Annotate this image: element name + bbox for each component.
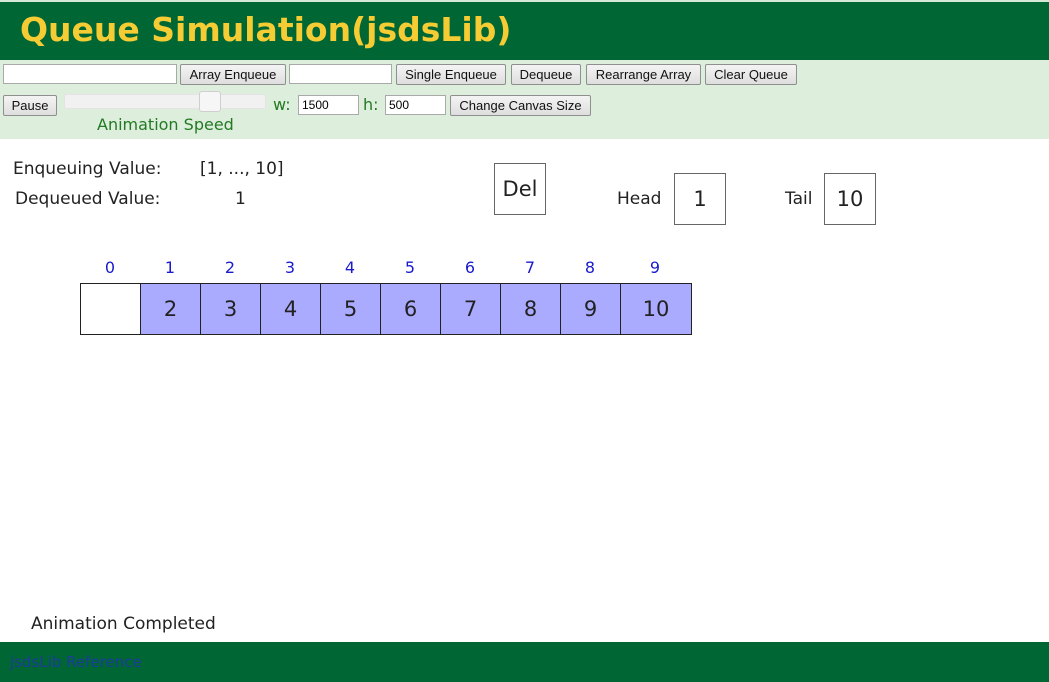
dequeued-value: 1: [235, 189, 246, 209]
head-label: Head: [617, 189, 662, 209]
clear-queue-button[interactable]: Clear Queue: [705, 64, 797, 85]
height-label: h:: [363, 95, 379, 114]
array-index-label: 7: [524, 258, 536, 277]
del-box: Del: [494, 163, 546, 215]
animation-speed-label: Animation Speed: [97, 115, 234, 134]
array-index-label: 6: [464, 258, 476, 277]
array-index-label: 9: [649, 258, 661, 277]
dequeue-button[interactable]: Dequeue: [511, 64, 581, 85]
array-cell: 7: [440, 283, 501, 335]
status-text: Animation Completed: [31, 614, 216, 634]
array-cell: 2: [140, 283, 201, 335]
app-header: Queue Simulation(jsdsLib): [0, 0, 1049, 60]
array-index-label: 2: [224, 258, 236, 277]
array-index-label: 1: [164, 258, 176, 277]
slider-thumb[interactable]: [199, 91, 221, 112]
array-cell: 5: [320, 283, 381, 335]
array-index-label: 4: [344, 258, 356, 277]
array-index-label: 8: [584, 258, 596, 277]
array-cell: 9: [560, 283, 621, 335]
array-cell: 8: [500, 283, 561, 335]
array-cell: 3: [200, 283, 261, 335]
array-input[interactable]: [3, 64, 177, 84]
footer: jsdsLib Reference: [0, 642, 1049, 682]
pause-button[interactable]: Pause: [3, 95, 57, 116]
dequeued-label: Dequeued Value:: [15, 189, 161, 209]
array-cell: 6: [380, 283, 441, 335]
tail-value-box: 10: [824, 173, 876, 225]
array-enqueue-button[interactable]: Array Enqueue: [180, 64, 286, 85]
array-cell: 10: [620, 283, 692, 335]
canvas-height-input[interactable]: [385, 95, 446, 115]
rearrange-array-button[interactable]: Rearrange Array: [586, 64, 701, 85]
change-canvas-size-button[interactable]: Change Canvas Size: [450, 95, 591, 116]
canvas-width-input[interactable]: [298, 95, 359, 115]
single-enqueue-button[interactable]: Single Enqueue: [396, 64, 506, 85]
animation-speed-slider[interactable]: [64, 94, 266, 109]
array-index-label: 3: [284, 258, 296, 277]
width-label: w:: [273, 95, 291, 114]
jsdslib-reference-link[interactable]: jsdsLib Reference: [10, 653, 142, 671]
array-index-label: 0: [104, 258, 116, 277]
page-title: Queue Simulation(jsdsLib): [20, 10, 512, 49]
array-index-label: 5: [404, 258, 416, 277]
head-value-box: 1: [674, 173, 726, 225]
enqueuing-label: Enqueuing Value:: [13, 159, 162, 179]
tail-label: Tail: [785, 189, 813, 209]
enqueuing-value: [1, ..., 10]: [200, 159, 284, 179]
array-cell: [80, 283, 141, 335]
array-cell: 4: [260, 283, 321, 335]
single-input[interactable]: [289, 64, 392, 84]
